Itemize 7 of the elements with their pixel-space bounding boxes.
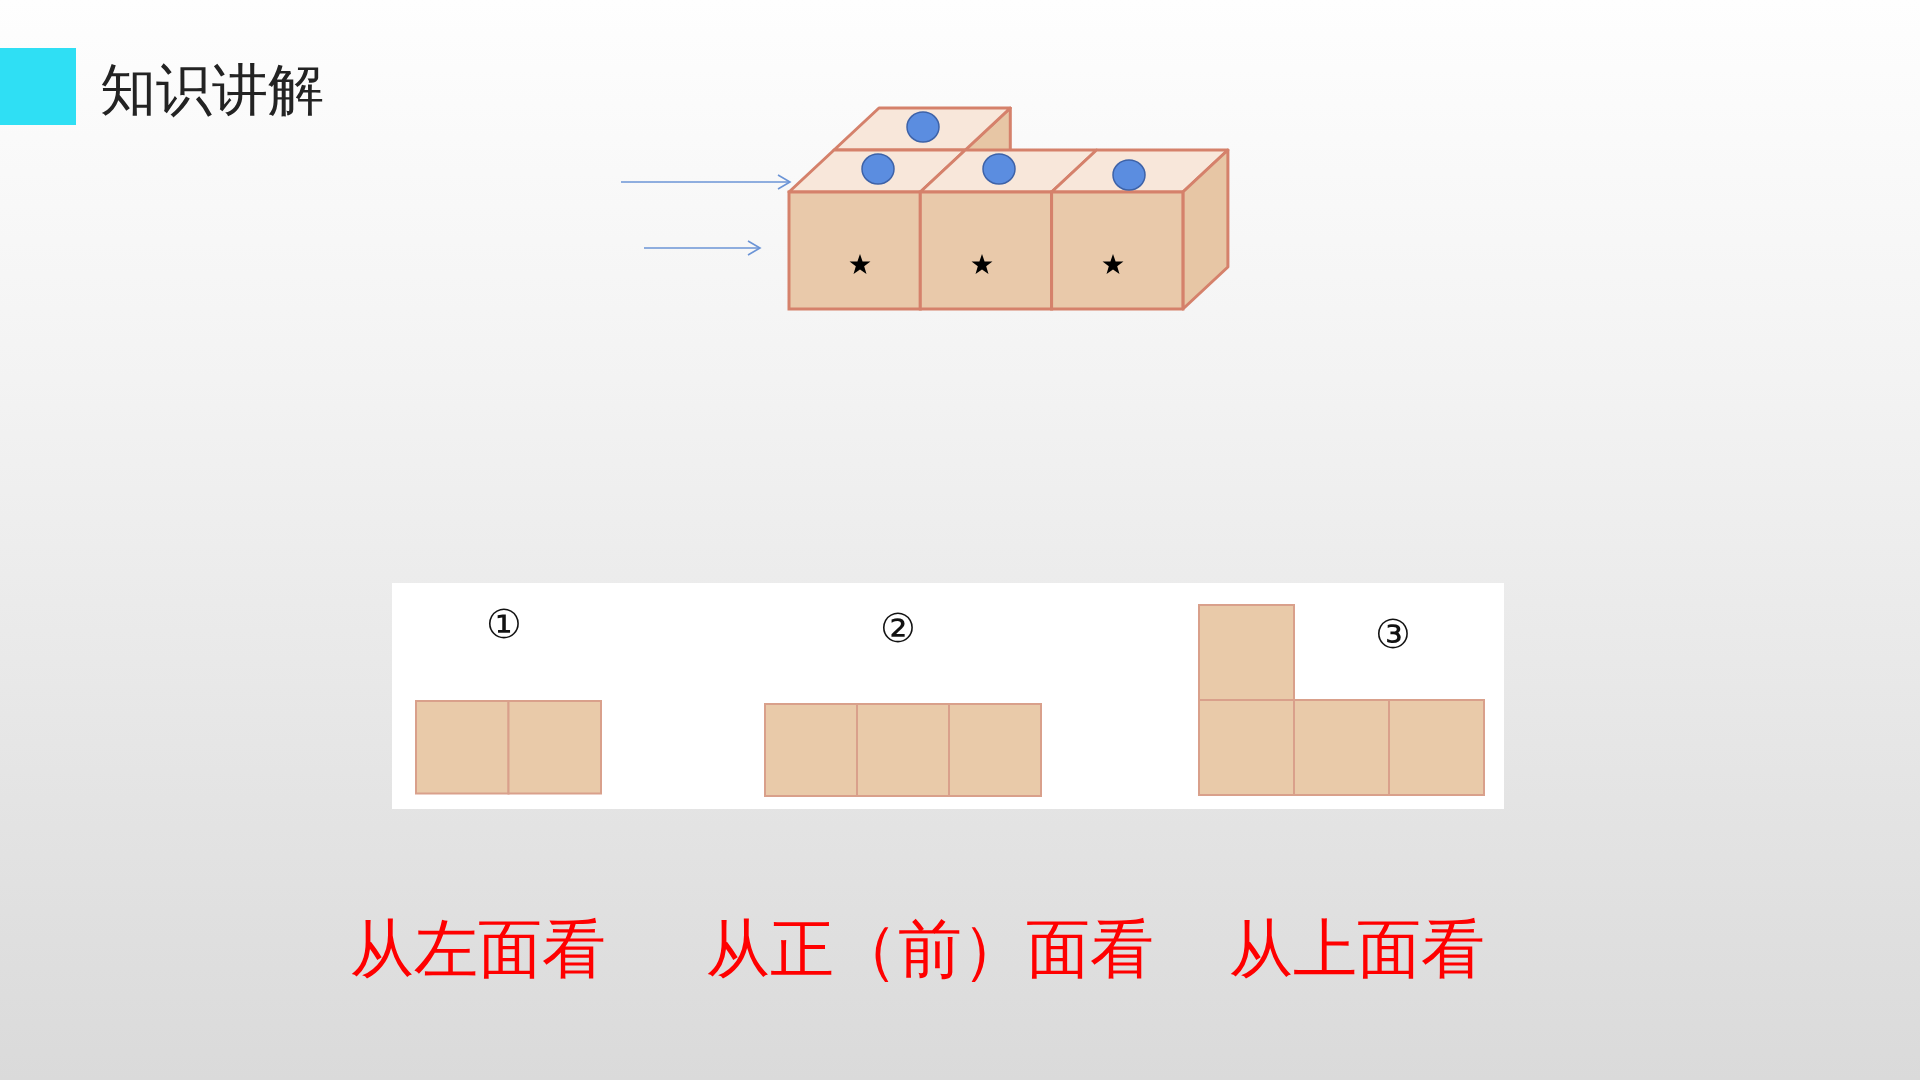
view-number: ② [880,606,916,650]
view-caption: 从正（前）面看 [706,913,1154,985]
view-number: ① [486,602,522,646]
slide-title: 知识讲解 [100,58,324,123]
view-caption: 从上面看 [1229,913,1485,985]
view-number: ③ [1375,612,1411,656]
view-caption: 从左面看 [350,913,606,985]
